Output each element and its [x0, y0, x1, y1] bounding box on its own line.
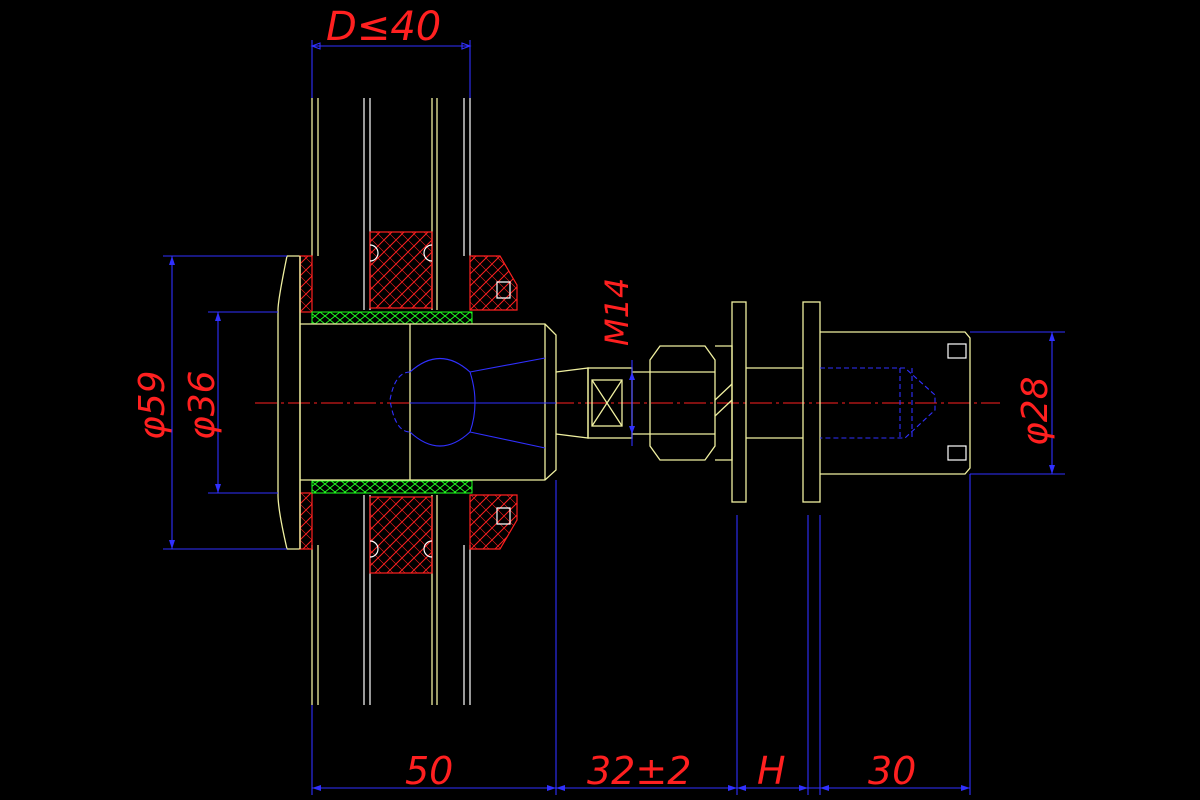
dim-text-flange-diameter: φ59 [132, 370, 173, 440]
rear-clamp-top [469, 255, 518, 311]
dim-max-thickness: D≤40 [310, 4, 472, 98]
washer-plates [714, 301, 821, 503]
dim-body-diameter: φ36 [182, 311, 278, 494]
dim-text-thread: M14 [598, 278, 636, 346]
bolt-body [300, 323, 557, 481]
spacer-block-top [369, 231, 433, 309]
dim-text-length-b: 32±2 [587, 749, 691, 793]
dim-thread: M14 [598, 278, 636, 446]
dim-text-body-diameter: φ36 [182, 370, 223, 440]
front-flange [277, 255, 313, 550]
dim-flange-diameter: φ59 [132, 255, 287, 550]
end-fitting [820, 331, 971, 475]
rear-clamp-bottom [469, 494, 518, 550]
dim-text-end-diameter: φ28 [1015, 376, 1056, 446]
gasket-strip-bottom [311, 480, 473, 494]
glass-panes [311, 98, 471, 705]
dim-text-length-c: 30 [868, 749, 916, 793]
dim-end-diameter: φ28 [970, 331, 1065, 475]
dim-text-length-h: H [757, 749, 786, 793]
gasket-strip-top [311, 311, 473, 325]
dim-bottom-chain: 50 32±2 H 30 [311, 474, 971, 795]
dim-text-max-thickness: D≤40 [326, 4, 441, 50]
dim-text-length-a: 50 [405, 749, 453, 793]
spacer-block-bottom [369, 496, 433, 574]
